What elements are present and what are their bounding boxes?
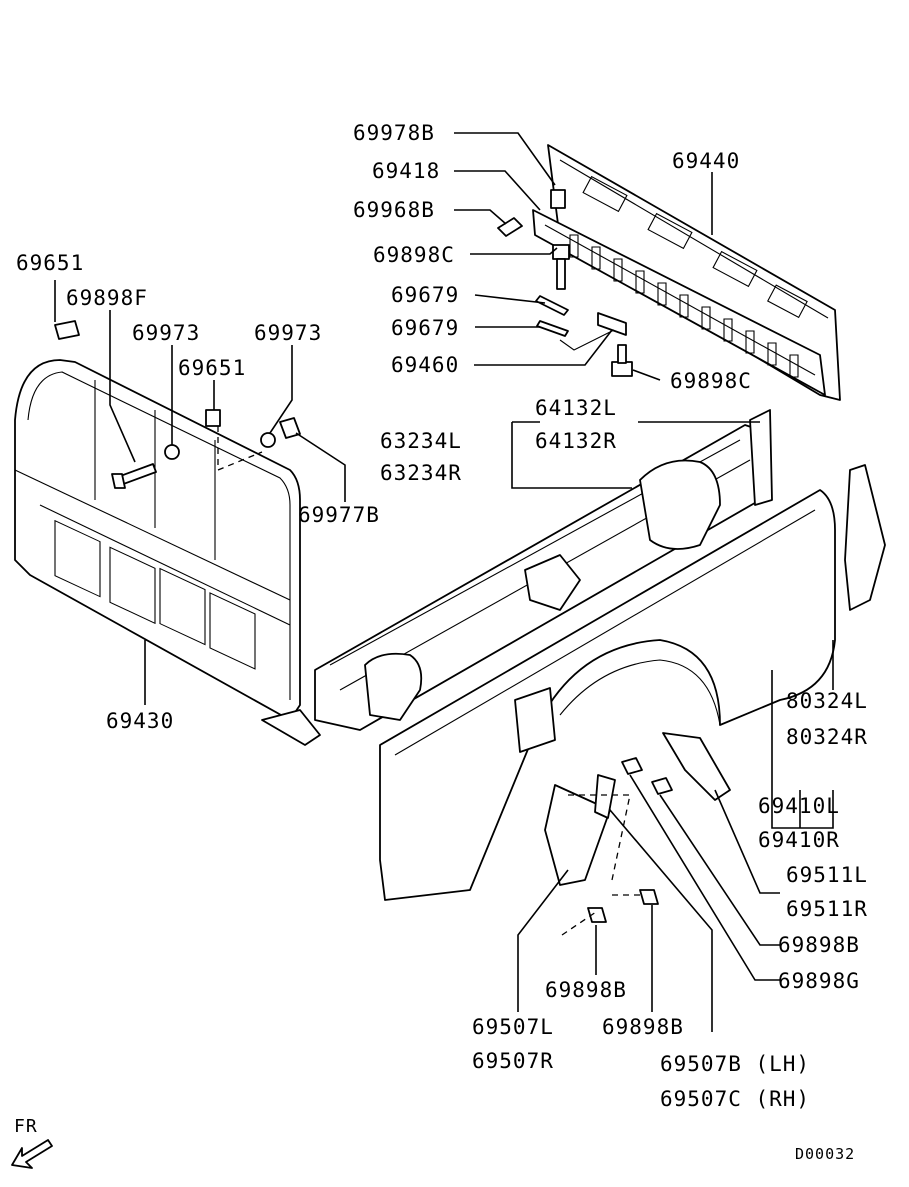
callout-69898B-b: 69898B <box>545 978 627 1002</box>
callout-69507B-lh: 69507B (LH) <box>660 1052 811 1076</box>
callout-69511R: 69511R <box>786 897 868 921</box>
callout-69898C-bottom: 69898C <box>670 369 752 393</box>
callout-69973-left: 69973 <box>132 321 201 345</box>
callout-69679-a: 69679 <box>391 283 460 307</box>
callout-69651-mid: 69651 <box>178 356 247 380</box>
header-fasteners <box>54 320 301 489</box>
diagram-code: D00032 <box>795 1145 856 1163</box>
callout-69511L: 69511L <box>786 863 868 887</box>
callout-69430: 69430 <box>106 709 175 733</box>
front-marker: FR <box>14 1116 38 1137</box>
callout-63234R: 63234R <box>380 461 462 485</box>
callout-69410R: 69410R <box>758 828 840 852</box>
front-arrow-icon <box>11 1139 53 1169</box>
inner-side-panel <box>314 409 773 731</box>
callout-69978B: 69978B <box>353 121 435 145</box>
callout-64132R: 64132R <box>535 429 617 453</box>
callout-69418: 69418 <box>372 159 441 183</box>
callout-69651-left: 69651 <box>16 251 85 275</box>
callout-69977B: 69977B <box>298 503 380 527</box>
callout-69973-right: 69973 <box>254 321 323 345</box>
callout-69898B-c: 69898B <box>602 1015 684 1039</box>
callout-69507R: 69507R <box>472 1049 554 1073</box>
callout-69440: 69440 <box>672 149 741 173</box>
callout-63234L: 63234L <box>380 429 462 453</box>
fastener-parts <box>497 189 633 377</box>
callout-69898G: 69898G <box>778 969 860 993</box>
leader-lines <box>54 132 834 1032</box>
callout-69507C-rh: 69507C (RH) <box>660 1087 811 1111</box>
callout-69410L: 69410L <box>758 794 840 818</box>
callout-80324L: 80324L <box>786 689 868 713</box>
callout-69679-b: 69679 <box>391 316 460 340</box>
callout-69898C-top: 69898C <box>373 243 455 267</box>
outer-side-panel <box>379 464 886 901</box>
callout-69507L: 69507L <box>472 1015 554 1039</box>
callout-64132L: 64132L <box>535 396 617 420</box>
mudguard-parts <box>544 732 731 936</box>
tailgate-panel <box>532 144 841 401</box>
callout-69968B: 69968B <box>353 198 435 222</box>
callout-69898B-a: 69898B <box>778 933 860 957</box>
callout-69898F: 69898F <box>66 286 148 310</box>
callout-80324R: 80324R <box>786 725 868 749</box>
front-panel <box>14 359 321 746</box>
callout-69460: 69460 <box>391 353 460 377</box>
